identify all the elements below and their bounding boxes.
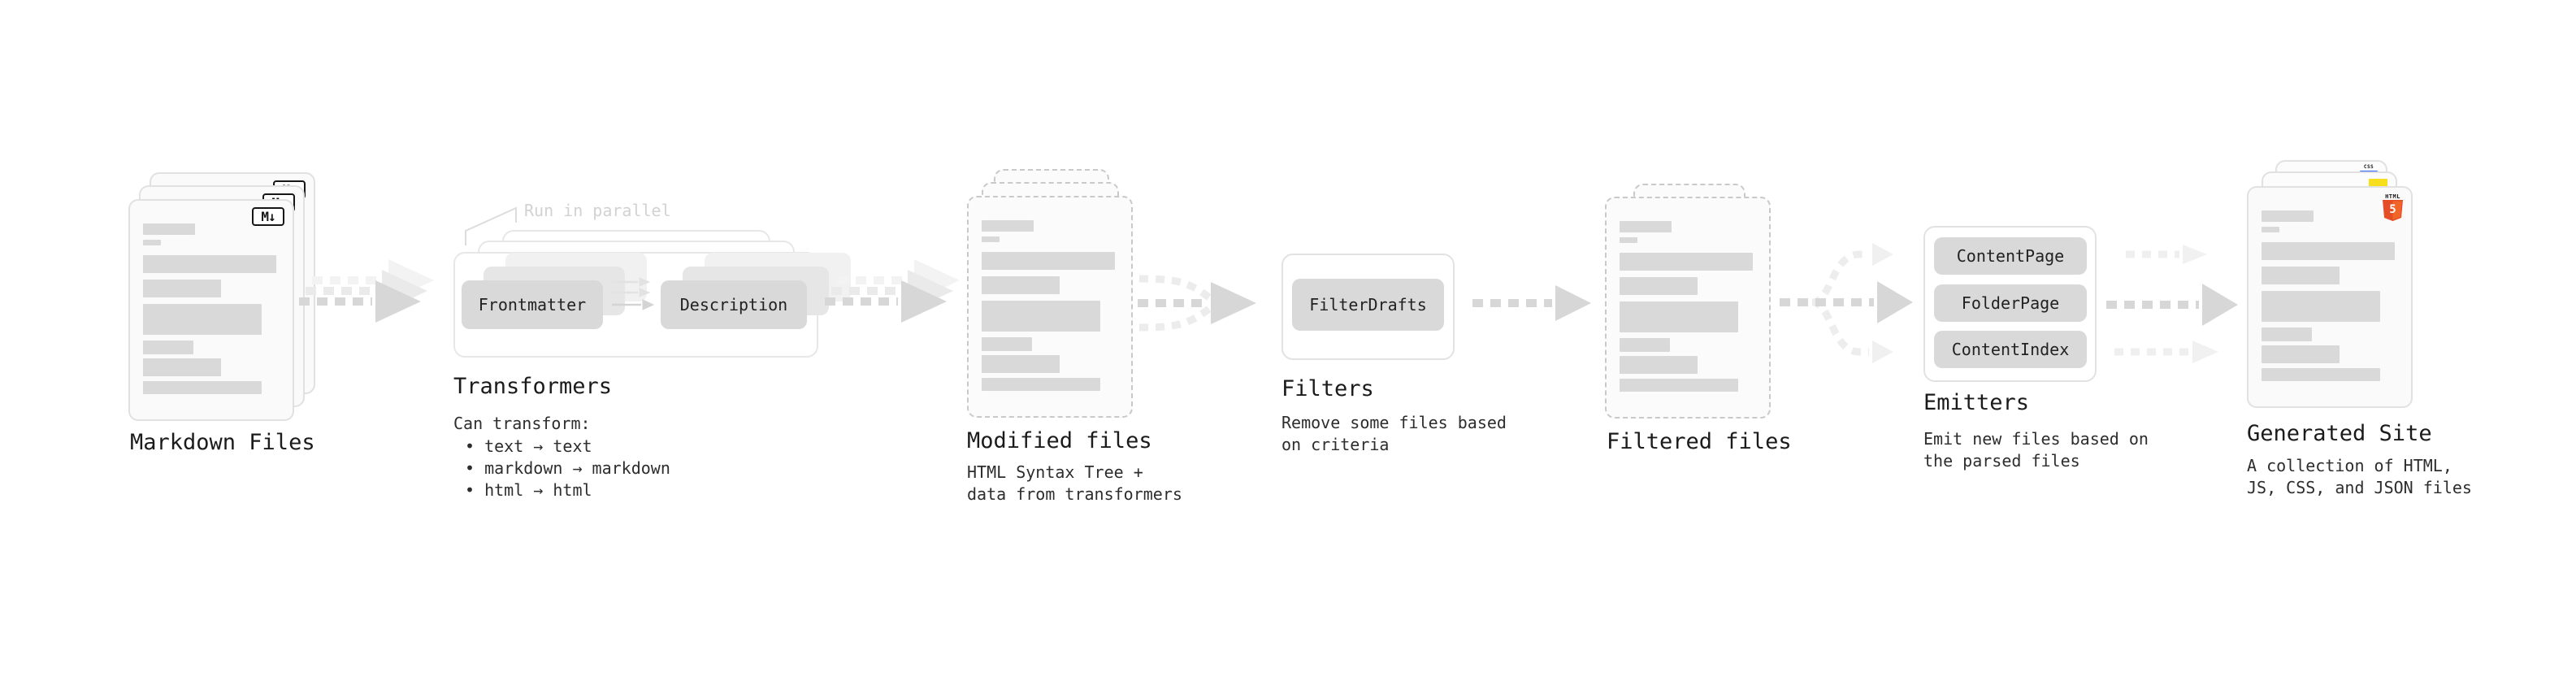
frontmatter-pill: Frontmatter xyxy=(462,280,603,329)
html5-icon-five: 5 xyxy=(2389,203,2396,216)
document-skeleton xyxy=(2262,210,2400,381)
skeleton-line xyxy=(1620,253,1753,271)
document-skeleton xyxy=(982,220,1120,391)
emitters-description: Emit new files based on the parsed files xyxy=(1923,429,2149,471)
filters-description: Remove some files based on criteria xyxy=(1281,413,1507,454)
skeleton-line xyxy=(143,223,195,235)
skeleton-line xyxy=(982,337,1032,351)
skeleton-line xyxy=(1620,277,1698,295)
folderpage-pill: FolderPage xyxy=(1934,284,2087,322)
filters-label: Filters xyxy=(1281,376,1374,401)
skeleton-line xyxy=(143,255,276,273)
skeleton-line xyxy=(143,240,161,245)
run-in-parallel-note: Run in parallel xyxy=(524,201,671,220)
markdown-files-label: Markdown Files xyxy=(130,430,315,455)
skeleton-line xyxy=(982,252,1115,270)
contentpage-pill: ContentPage xyxy=(1934,237,2087,275)
markdown-icon: M↓ xyxy=(252,207,284,226)
skeleton-line xyxy=(982,220,1034,232)
generated-html-file-card: HTML 5 xyxy=(2247,186,2413,408)
emitters-label: Emitters xyxy=(1923,390,2030,415)
skeleton-line xyxy=(143,358,221,376)
skeleton-line xyxy=(1620,221,1672,232)
skeleton-line xyxy=(1620,338,1670,352)
document-skeleton xyxy=(1620,221,1758,392)
skeleton-line xyxy=(2262,345,2340,363)
skeleton-line xyxy=(2262,227,2279,232)
skeleton-line xyxy=(143,340,193,354)
modified-files-description: HTML Syntax Tree + data from transformer… xyxy=(967,462,1182,504)
flow-arrow-emitters-to-generated xyxy=(2106,245,2238,363)
skeleton-line xyxy=(982,301,1100,332)
callout-line xyxy=(465,206,517,245)
contentindex-pill: ContentIndex xyxy=(1934,331,2087,368)
skeleton-line xyxy=(982,355,1060,373)
transformers-description-title: Can transform: xyxy=(453,414,591,433)
flow-arrow-transformers-to-modified xyxy=(825,259,960,323)
skeleton-line xyxy=(2262,267,2340,284)
skeleton-line xyxy=(143,381,262,394)
transformers-label: Transformers xyxy=(453,374,613,399)
skeleton-line xyxy=(143,304,262,335)
skeleton-line xyxy=(1620,379,1738,392)
skeleton-line xyxy=(982,378,1100,391)
bullet-item: • html → html xyxy=(465,480,592,500)
filtered-files-label: Filtered files xyxy=(1607,429,1792,454)
bullet-item: • markdown → markdown xyxy=(465,458,670,478)
generated-site-description: A collection of HTML, JS, CSS, and JSON … xyxy=(2247,456,2472,497)
flow-arrow-modified-to-filters xyxy=(1138,275,1256,332)
skeleton-line xyxy=(2262,291,2380,322)
modified-files-label: Modified files xyxy=(967,428,1152,453)
html5-icon: HTML 5 xyxy=(2382,193,2404,222)
filterdrafts-pill: FilterDrafts xyxy=(1292,279,1444,331)
generated-site-label: Generated Site xyxy=(2247,421,2432,446)
skeleton-line xyxy=(982,236,1000,242)
skeleton-line xyxy=(1620,237,1637,243)
css-icon-label: CSS xyxy=(2363,164,2374,170)
markdown-file-card-front: M↓ xyxy=(128,199,294,421)
document-skeleton xyxy=(143,223,281,394)
bullet-item: • text → text xyxy=(465,436,592,456)
flow-arrow-filters-to-filtered xyxy=(1472,285,1591,321)
flow-arrow-markdown-to-transformers xyxy=(299,259,434,323)
filtered-file-card-front xyxy=(1605,197,1771,419)
flow-arrow-filtered-to-emitters xyxy=(1780,243,1913,363)
skeleton-line xyxy=(2262,210,2314,222)
description-pill: Description xyxy=(661,280,807,329)
modified-file-card-front xyxy=(967,196,1133,418)
skeleton-line xyxy=(2262,327,2312,341)
transformers-bullet-list: • text → text • markdown → markdown • ht… xyxy=(465,436,670,501)
skeleton-line xyxy=(143,280,221,297)
skeleton-line xyxy=(2262,242,2395,260)
parallel-arrows-icon xyxy=(612,277,655,310)
skeleton-line xyxy=(982,276,1060,294)
skeleton-line xyxy=(2262,368,2380,381)
html5-icon-word: HTML xyxy=(2385,193,2400,200)
skeleton-line xyxy=(1620,301,1738,332)
skeleton-line xyxy=(1620,356,1698,374)
